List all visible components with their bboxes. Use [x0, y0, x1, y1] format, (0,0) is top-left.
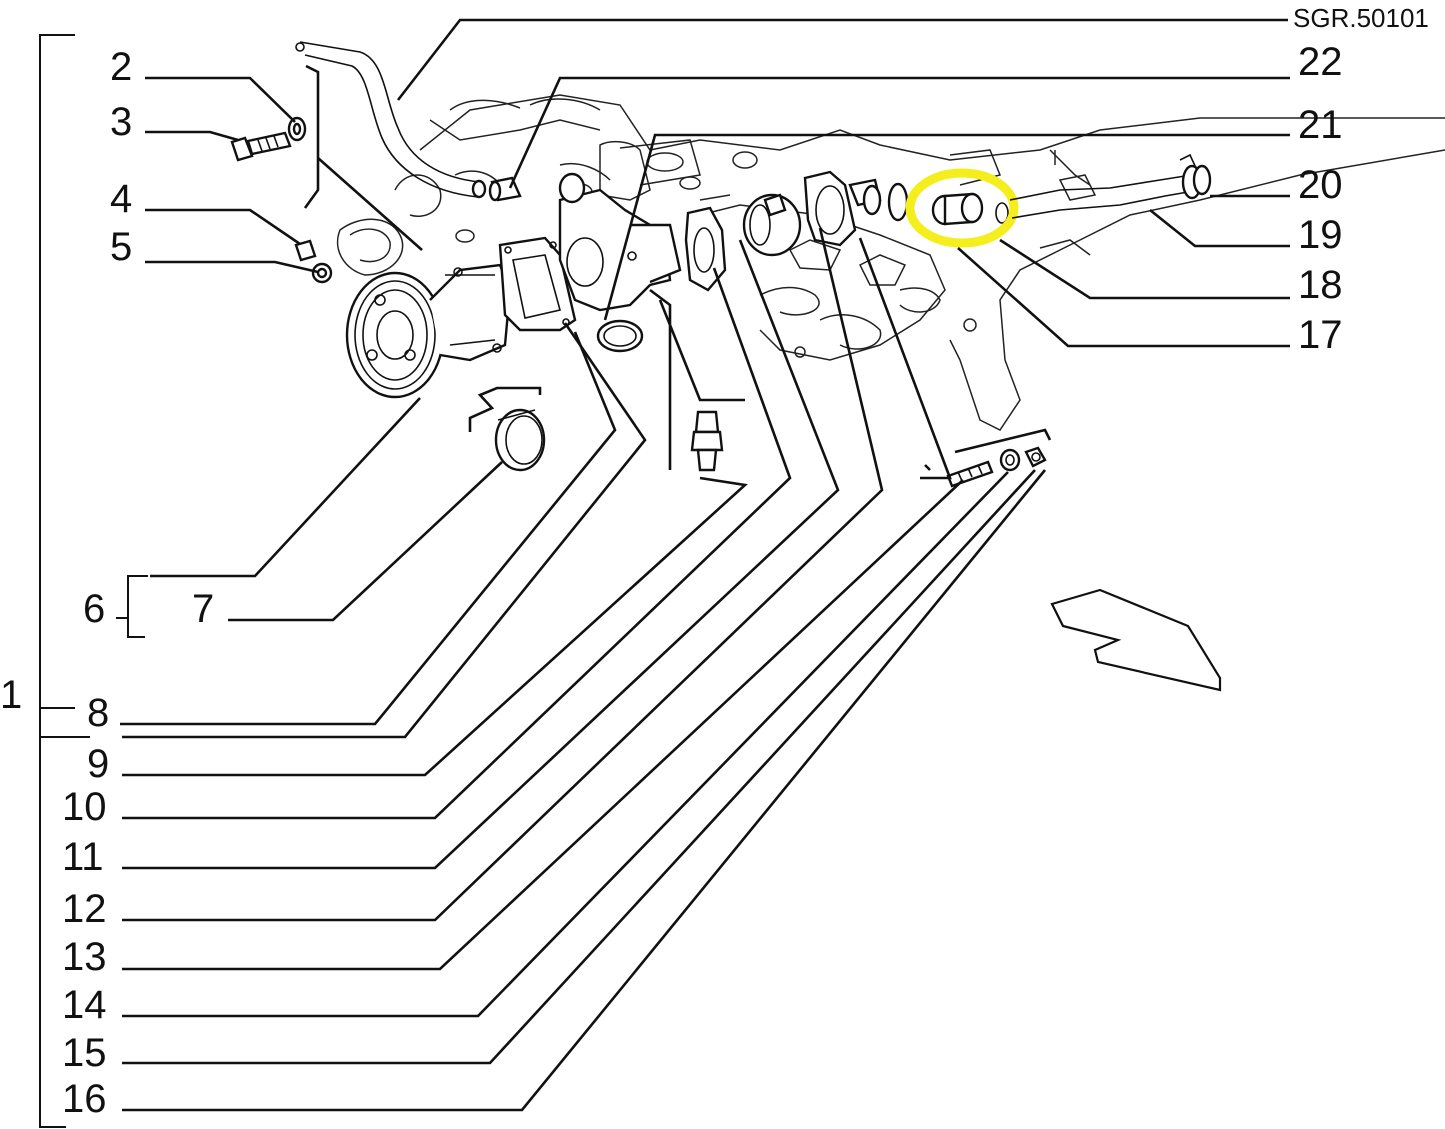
callout-3: 3 — [110, 100, 132, 144]
callout-7: 7 — [192, 587, 214, 631]
callout-8: 8 — [87, 691, 109, 735]
callout-5: 5 — [110, 225, 132, 269]
callout-9: 9 — [87, 742, 109, 786]
group-bracket-6-7 — [116, 575, 148, 638]
callout-21: 21 — [1298, 103, 1343, 147]
nut-16 — [1024, 446, 1047, 468]
water-pump-assembly — [345, 263, 512, 399]
nut-5 — [311, 262, 333, 284]
hose-clamp-20 — [1179, 153, 1212, 200]
callout-1: 1 — [0, 673, 22, 717]
callout-13: 13 — [62, 935, 107, 979]
washer-2 — [287, 116, 307, 142]
gasket-12 — [684, 206, 727, 292]
callout-20: 20 — [1298, 163, 1343, 207]
bolt-3 — [230, 131, 292, 162]
callout-15: 15 — [62, 1031, 107, 1075]
o-ring-17 — [887, 182, 909, 222]
assembly-bracket — [39, 34, 90, 1128]
leader-lines — [120, 18, 1290, 1112]
callout-labels: SGR.50101 1 2 3 4 5 6 7 8 9 10 11 12 13 … — [0, 3, 1429, 1121]
coolant-hose-top — [295, 41, 487, 199]
gasket-14 — [803, 170, 857, 247]
callout-19: 19 — [1298, 213, 1343, 257]
cap-7 — [494, 408, 546, 472]
metal-pipe-19 — [1009, 175, 1189, 219]
thermostat — [742, 193, 802, 257]
callout-22: 22 — [1298, 40, 1343, 84]
pipe-union-18 — [931, 192, 1009, 226]
temperature-sender — [690, 410, 724, 472]
callout-2: 2 — [110, 45, 132, 89]
callout-14: 14 — [62, 983, 107, 1027]
diagram-reference-code: SGR.50101 — [1293, 3, 1429, 33]
callout-6: 6 — [83, 587, 105, 631]
callout-4: 4 — [110, 177, 132, 221]
callout-11: 11 — [62, 835, 104, 879]
callout-10: 10 — [62, 785, 107, 829]
thermostat-housing — [558, 172, 682, 353]
callout-12: 12 — [62, 887, 107, 931]
direction-arrow — [1050, 588, 1222, 692]
stud-4 — [294, 239, 317, 262]
hose-connector-22 — [488, 176, 522, 202]
washer-16 — [999, 448, 1021, 472]
callout-18: 18 — [1298, 263, 1343, 307]
highlight-ring — [905, 168, 1019, 248]
stud-15 — [946, 460, 994, 488]
callout-17: 17 — [1298, 313, 1343, 357]
outlet-cover-15 — [848, 178, 882, 216]
gasket-8 — [498, 236, 577, 332]
callout-16: 16 — [62, 1077, 107, 1121]
